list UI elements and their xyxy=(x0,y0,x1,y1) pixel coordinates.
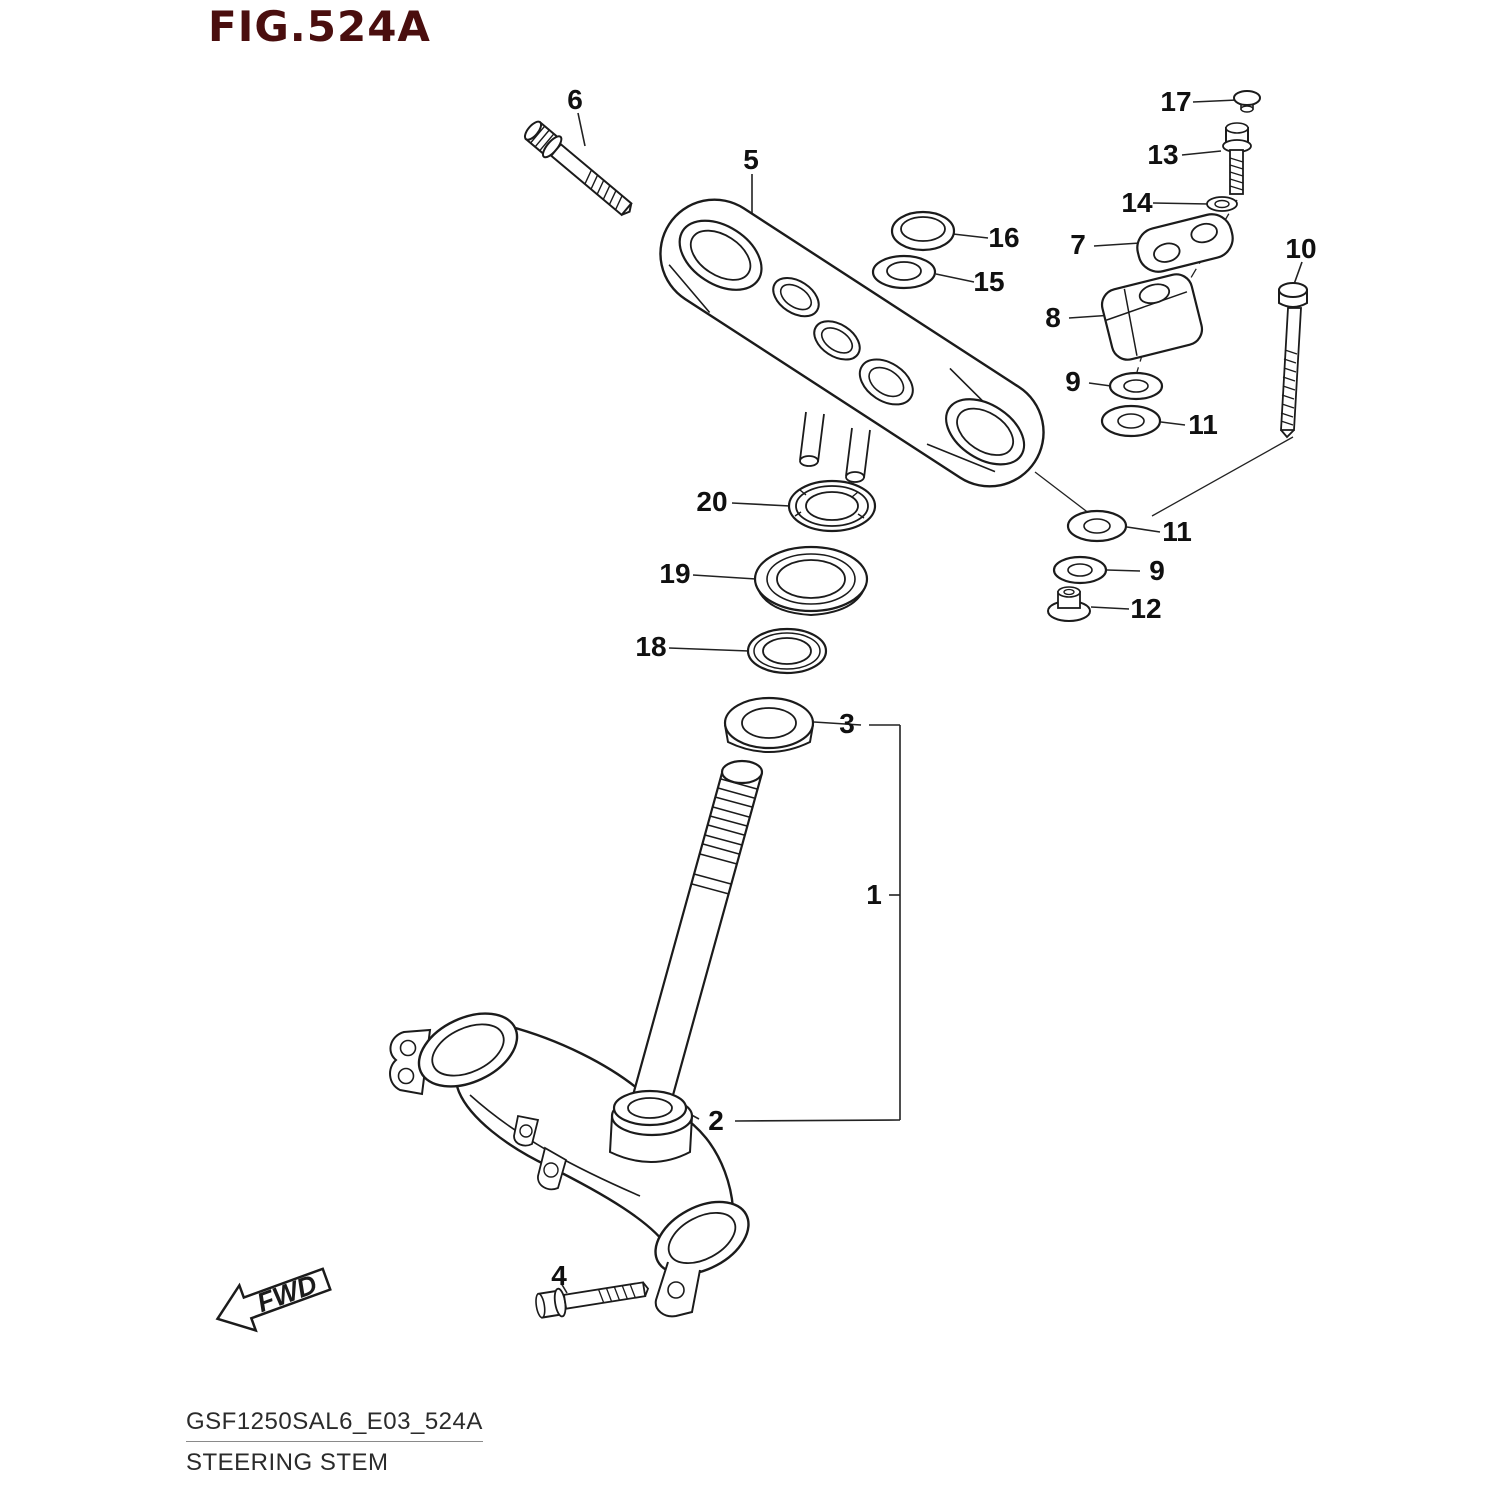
part-washer-11a xyxy=(1100,404,1162,438)
fwd-label: FWD xyxy=(253,1269,321,1318)
part-race-3 xyxy=(723,696,815,753)
footer-name: STEERING STEM xyxy=(186,1449,389,1476)
part-lower-bracket xyxy=(389,1012,750,1318)
part-nut-12 xyxy=(1047,586,1091,622)
part-seal-18 xyxy=(746,627,828,675)
footer: GSF1250SAL6_E03_524A STEERING STEM xyxy=(186,1408,483,1477)
footer-code: GSF1250SAL6_E03_524A xyxy=(186,1408,483,1442)
part-washer-9a xyxy=(1108,371,1164,401)
part-upper-bracket-5 xyxy=(659,198,1045,488)
part-stem-shaft-1 xyxy=(628,759,764,1107)
upper-bracket-stubs xyxy=(799,411,871,483)
part-bolt-4 xyxy=(535,1281,650,1319)
part-bolt-6 xyxy=(523,120,633,217)
part-bearing-19 xyxy=(753,545,869,617)
part-holder-8 xyxy=(1100,273,1204,361)
part-washer-9b xyxy=(1052,555,1108,585)
part-clamp-7 xyxy=(1136,213,1234,273)
part-cap-16 xyxy=(890,210,956,252)
part-washer-14 xyxy=(1206,196,1238,212)
part-screw-17 xyxy=(1233,90,1261,113)
leader-lines xyxy=(560,99,1303,1294)
part-stem-nut-20 xyxy=(787,479,877,533)
fwd-arrow: FWD xyxy=(215,1267,332,1333)
part-bolt-13 xyxy=(1222,122,1252,195)
part-bearing-2 xyxy=(612,1089,688,1127)
part-washer-15 xyxy=(871,254,937,290)
part-bolt-10 xyxy=(1278,282,1308,439)
part-washer-11b xyxy=(1066,509,1128,543)
figure-title: FIG.524A xyxy=(208,2,431,51)
